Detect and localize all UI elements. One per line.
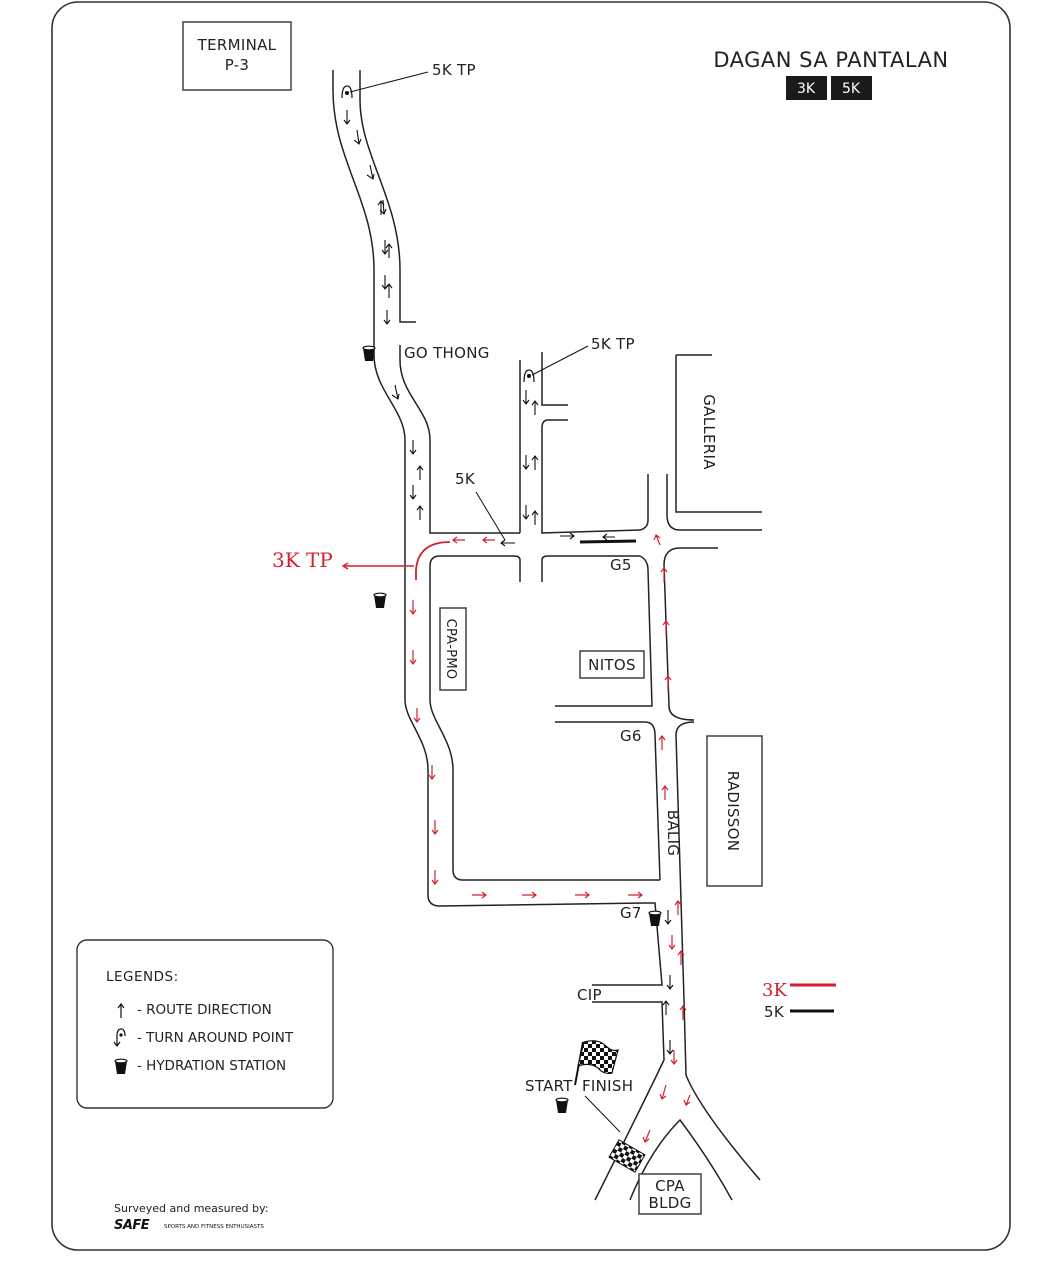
turn-around-icon: [113, 1028, 126, 1047]
svg-text:NITOS: NITOS: [588, 656, 636, 674]
route-arrows-5k: [343, 110, 575, 547]
page-frame: [51, 1, 1011, 1251]
route-5k-segment: [579, 539, 637, 544]
terminal-p3: TERMINAL P-3: [182, 21, 292, 91]
route-5k-lower-arrows: [662, 910, 674, 1055]
credit-tagline: SPORTS AND FITNESS ENTHUSIASTS: [164, 1224, 264, 1230]
road-east-edge-upper: [555, 555, 653, 707]
badge-3k: 3K: [797, 81, 816, 97]
galleria-label: GALLERIA: [700, 394, 718, 470]
street-go-thong: GO THONG: [404, 344, 490, 362]
route-direction-arrow-icon: [117, 1003, 125, 1018]
svg-text:3K TP: 3K TP: [272, 548, 333, 572]
route-key-3k-label: 3K: [762, 980, 787, 1001]
legend-box: LEGENDS: - ROUTE DIRECTION - TURN AROUND…: [76, 939, 334, 1109]
legend-item-hydration: - HYDRATION STATION: [137, 1058, 286, 1074]
svg-text:5K: 5K: [455, 470, 476, 488]
route-5k-arrow: [602, 533, 615, 541]
safe-logo: SAFE: [114, 1218, 150, 1233]
hydration-cup-icon: [555, 1097, 569, 1114]
svg-text:CPA: CPA: [655, 1177, 685, 1195]
side-street-lower: [541, 555, 640, 582]
main-road-right-edge: [359, 70, 641, 534]
street-cip: CIP: [577, 986, 602, 1004]
svg-text:START: START: [525, 1077, 573, 1095]
start-finish-flag: START FINISH: [525, 1040, 633, 1133]
svg-text:GALLERIA: GALLERIA: [700, 394, 718, 470]
legend-item-turn-around: - TURN AROUND POINT: [137, 1030, 294, 1046]
label-5k-pointer: 5K: [455, 470, 506, 541]
galleria-outline: [675, 354, 762, 513]
road-east-edge-outer: [663, 564, 695, 721]
legend-item-route-direction: - ROUTE DIRECTION: [137, 1002, 272, 1018]
gate-g6: G6: [620, 727, 642, 745]
side-street-right-edge: [541, 352, 568, 533]
hydration-cup-icon: [373, 592, 387, 609]
radisson: RADISSON: [706, 735, 763, 887]
turn-point-3k: 3K TP: [272, 548, 414, 572]
roads: [332, 70, 762, 1201]
checkered-finish-line: [608, 1139, 646, 1173]
route-key: 3K 5K: [762, 980, 836, 1021]
galleria-street: [639, 474, 762, 566]
svg-text:5K TP: 5K TP: [432, 61, 476, 79]
svg-text:5K TP: 5K TP: [591, 335, 635, 353]
distance-badges: 3K 5K: [786, 76, 872, 100]
turn-point-5k-north: 5K TP: [341, 61, 476, 99]
badge-5k: 5K: [842, 81, 861, 97]
main-road-inner-edge: [429, 555, 660, 881]
svg-text:P-3: P-3: [225, 56, 250, 74]
legend-title: LEGENDS:: [106, 969, 179, 985]
gate-g7: G7: [620, 904, 642, 922]
road-g6-edge: [555, 721, 661, 881]
survey-credit: Surveyed and measured by: SAFE SPORTS AN…: [114, 1202, 269, 1233]
svg-text:FINISH: FINISH: [582, 1077, 633, 1095]
street-balig: BALIG: [664, 810, 682, 856]
map-title: DAGAN SA PANTALAN: [713, 48, 948, 72]
svg-text:TERMINAL: TERMINAL: [197, 36, 277, 54]
route-key-5k-label: 5K: [764, 1003, 785, 1021]
cpa-bldg-road: [629, 1118, 733, 1201]
turn-point-5k-east: 5K TP: [523, 335, 635, 383]
gate-g5: G5: [610, 556, 632, 574]
balig-road-east: [675, 721, 761, 1181]
turn-around-icon: [523, 369, 535, 383]
svg-text:CPA-PMO: CPA-PMO: [443, 619, 458, 680]
cpa-pmo: CPA-PMO: [439, 607, 467, 691]
nitos: NITOS: [579, 650, 645, 679]
hydration-cup-icon: [648, 910, 662, 927]
cpa-bldg: CPA BLDG: [638, 1173, 702, 1215]
route-3k: [409, 534, 691, 1143]
main-road-left-edge: [332, 70, 646, 907]
hydration-cup-icon: [362, 345, 376, 362]
hydration-cup-icon: [114, 1058, 128, 1075]
svg-text:RADISSON: RADISSON: [724, 771, 742, 852]
svg-text:BLDG: BLDG: [648, 1194, 691, 1212]
cip-road: [592, 902, 665, 1201]
credit-line: Surveyed and measured by:: [114, 1202, 269, 1215]
